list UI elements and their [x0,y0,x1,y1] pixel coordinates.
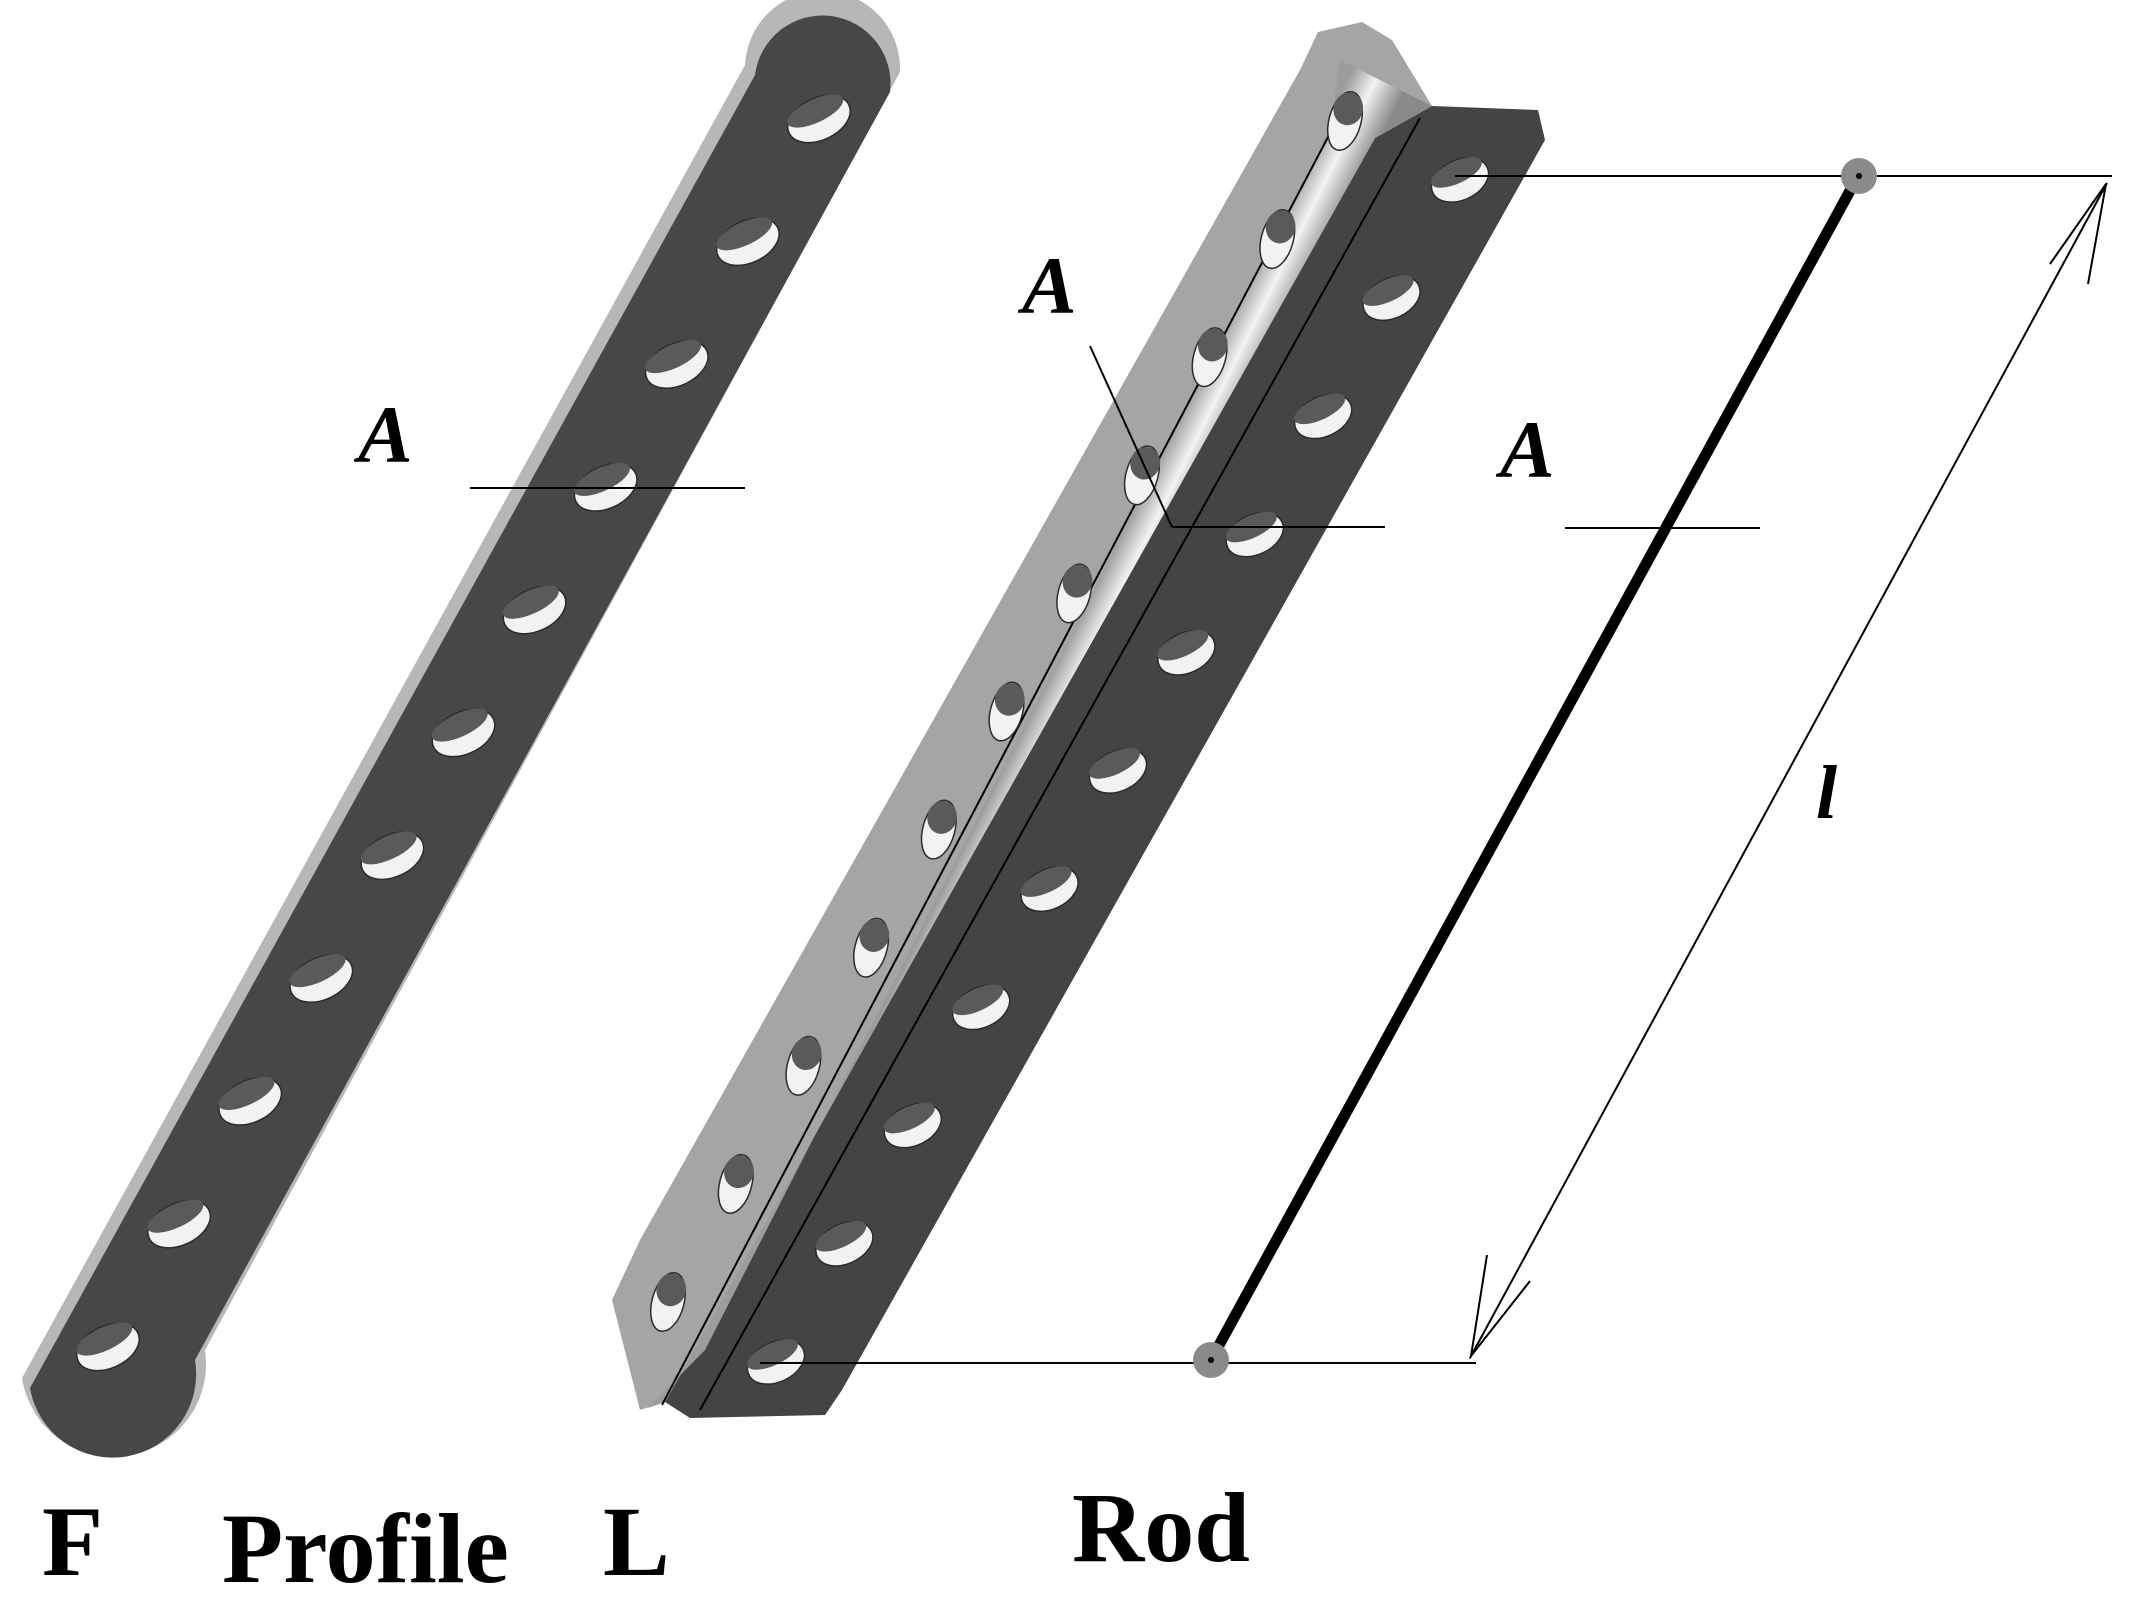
rod-diagram [760,158,2112,1378]
flat-hole-5 [502,585,567,635]
angle-profile-fold-line-2 [699,117,1421,1411]
rod-end-top-dot [1856,173,1862,179]
angle-top-hole-10 [717,1153,754,1214]
caption-profile: Profile [222,1493,509,1604]
flat-hole-7 [360,831,425,881]
section-markers: A A A l [353,240,1837,835]
dimension-arrow-bottom-icon [1469,1254,1531,1360]
angle-side-hole-1 [1430,157,1490,203]
angle-profile-ridge [648,60,1432,1408]
length-label: l [1816,751,1837,835]
caption-rod: Rod [1072,1472,1250,1583]
section-label-flat: A [353,389,413,480]
angle-profile-top-holes [649,90,1364,1333]
angle-side-hole-9 [883,1102,943,1149]
angle-top-hole-9 [785,1035,822,1096]
angle-top-hole-5 [1056,563,1093,624]
caption-flat-letter: F [42,1486,103,1597]
angle-top-hole-2 [1259,209,1296,270]
angle-profile-fold-line [661,117,1339,1406]
flat-hole-10 [147,1199,212,1249]
dimension-arrow-top-icon [2049,183,2107,285]
rod-end-bottom-dot [1208,1357,1214,1363]
angle-top-hole-3 [1191,327,1228,388]
angle-top-hole-1 [1326,90,1364,152]
flat-profile [22,0,901,1458]
caption-angle-letter: L [603,1486,670,1597]
angle-side-hole-10 [815,1220,874,1267]
flat-hole-8 [289,954,354,1003]
captions: F Profile L Rod [42,1472,1250,1604]
angle-side-hole-8 [951,984,1011,1031]
flat-hole-2 [715,217,780,267]
section-label-rod: A [1495,404,1555,495]
flat-hole-6 [431,708,496,758]
flat-profile-holes [76,94,851,1372]
angle-profile-side-holes [746,157,1490,1385]
angle-side-hole-3 [1293,393,1353,440]
angle-side-hole-5 [1157,629,1216,676]
flat-hole-1 [787,94,851,144]
angle-side-hole-2 [1362,275,1421,322]
rod-line [1206,172,1863,1364]
dimension-line [1469,182,2108,1359]
angle-top-hole-8 [853,917,890,978]
angle-top-hole-11 [649,1271,687,1333]
section-line-angle-leader [1089,345,1173,528]
angle-side-hole-7 [1020,866,1079,913]
angle-top-hole-6 [988,681,1025,742]
flat-hole-3 [644,340,709,389]
flat-hole-9 [218,1076,283,1126]
angle-top-hole-4 [1123,445,1161,506]
section-label-angle: A [1017,240,1077,331]
angle-profile [612,22,1545,1418]
angle-top-hole-7 [920,799,957,860]
angle-side-hole-6 [1088,748,1148,794]
flat-hole-11 [76,1322,140,1372]
